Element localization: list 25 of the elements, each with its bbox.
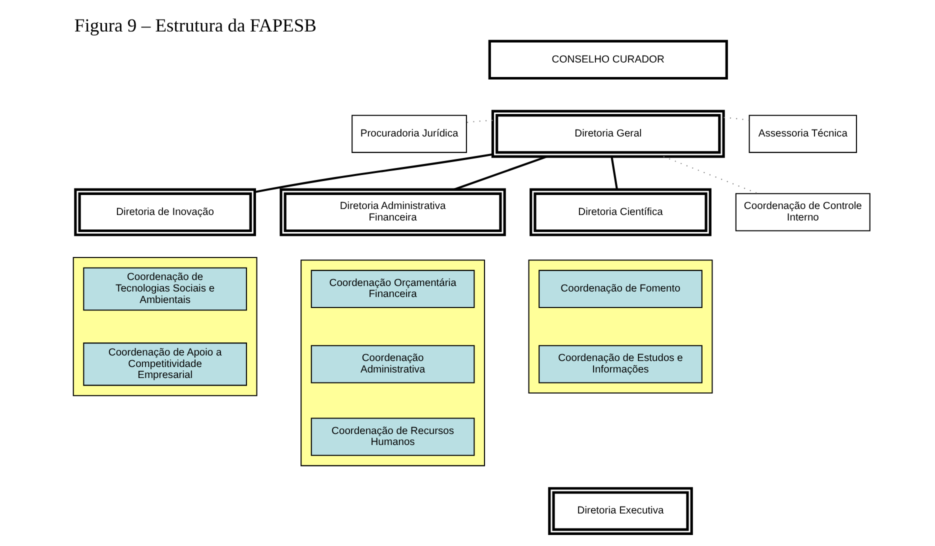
cluster — [72, 257, 258, 396]
node-box: Coordenação Administrativa — [310, 345, 475, 384]
cluster — [528, 260, 713, 394]
node-box: Diretoria de Inovação — [74, 188, 256, 236]
connector — [254, 153, 493, 194]
cluster — [300, 260, 486, 466]
node-box: Coordenação de Controle Interno — [735, 193, 870, 232]
diagram-title: Figura 9 – Estrutura da FAPESB — [74, 15, 317, 36]
node-box: Coordenação de Fomento — [538, 270, 702, 308]
node-box: Diretoria Executiva — [548, 487, 693, 535]
node-box: Procuradoria Jurídica — [352, 114, 467, 153]
connector — [663, 156, 758, 194]
node-box: Assessoria Técnica — [748, 114, 857, 153]
node-box: Coordenação de Apoio a Competitividade Empresarial — [83, 342, 247, 386]
node-box: Diretoria Administrativa Financeira — [280, 188, 506, 236]
node-box: Coordenação de Tecnologias Sociais e Ambientais — [83, 267, 247, 311]
node-box: Coordenação Orçamentária Financeira — [310, 270, 475, 308]
node-box: CONSELHO CURADOR — [488, 40, 728, 80]
node-box: Diretoria Geral — [491, 110, 725, 158]
connector — [724, 116, 750, 121]
node-box: Coordenação de Recursos Humanos — [310, 418, 475, 456]
node-box: Diretoria Científica — [530, 188, 712, 236]
node-box: Coordenação de Estudos e Informações — [538, 345, 702, 384]
connector — [454, 156, 548, 190]
connector — [610, 156, 618, 190]
